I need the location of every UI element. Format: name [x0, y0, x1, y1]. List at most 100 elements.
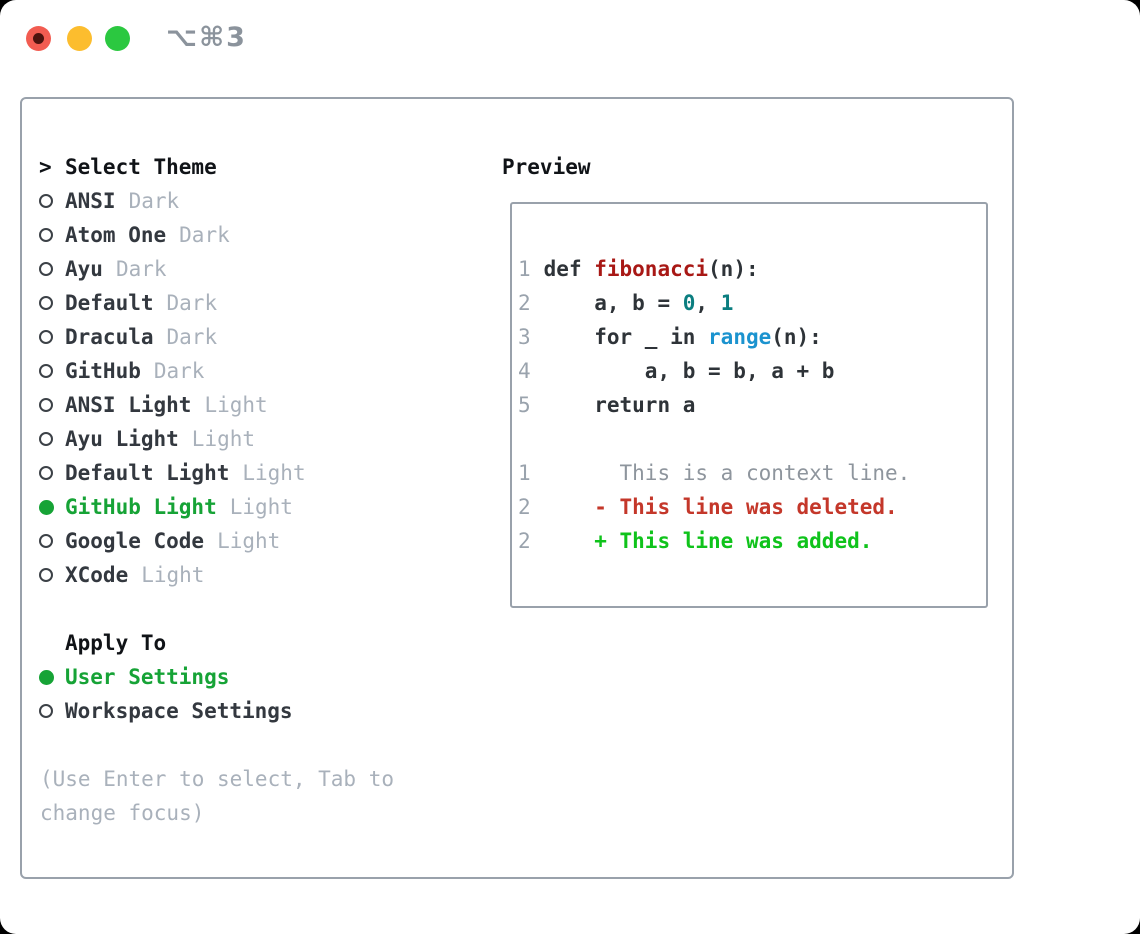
theme-mode-tag: Dark	[115, 257, 167, 281]
line-number: 5	[518, 393, 531, 417]
code-segment-context: This is a context line.	[543, 461, 911, 485]
radio-unselected-icon	[39, 398, 65, 412]
close-dot-icon	[33, 33, 44, 44]
code-line: 4 a, b = b, a + b	[518, 354, 986, 388]
code-segment-plain: ,	[695, 291, 721, 315]
code-segment-added: + This line was added.	[543, 529, 873, 553]
code-line: 1 This is a context line.	[518, 456, 986, 490]
code-segment-deleted: - This line was deleted.	[543, 495, 898, 519]
theme-mode-tag: Light	[242, 461, 306, 485]
code-line: 3 for _ in range(n):	[518, 320, 986, 354]
theme-option-xcode[interactable]: XCode Light	[39, 558, 306, 592]
line-number: 1	[518, 461, 531, 485]
theme-mode-tag: Light	[217, 529, 281, 553]
code-segment-plain: return a	[543, 393, 696, 417]
theme-mode-tag: Dark	[128, 189, 180, 213]
radio-unselected-icon	[39, 330, 65, 344]
code-blank-line	[518, 422, 986, 456]
radio-unselected-icon	[39, 432, 65, 446]
theme-name: Default Light	[65, 461, 230, 485]
theme-option-ayu-light[interactable]: Ayu Light Light	[39, 422, 306, 456]
theme-mode-tag: Dark	[179, 223, 230, 247]
radio-unselected-icon	[39, 704, 65, 718]
theme-name: Ayu Light	[65, 427, 179, 451]
theme-option-default[interactable]: Default Dark	[39, 286, 306, 320]
radio-unselected-icon	[39, 262, 65, 276]
close-button[interactable]	[26, 26, 51, 51]
code-segment-number: 0	[682, 291, 696, 315]
apply-to-title: Apply To	[65, 631, 167, 655]
theme-name: Ayu	[65, 257, 103, 281]
maximize-button[interactable]	[105, 26, 130, 51]
theme-option-dracula[interactable]: Dracula Dark	[39, 320, 306, 354]
help-text: (Use Enter to select, Tab to change focu…	[40, 767, 395, 825]
code-segment-plain: (n):	[771, 325, 822, 349]
apply-to-header: Apply To	[39, 626, 293, 660]
code-line: 5 return a	[518, 388, 986, 422]
theme-option-ansi[interactable]: ANSI Dark	[39, 184, 306, 218]
preview-title: Preview	[502, 155, 591, 179]
theme-option-github-light[interactable]: GitHub Light Light	[39, 490, 306, 524]
apply-option-label: Workspace Settings	[65, 699, 293, 723]
theme-name: ANSI	[65, 189, 116, 213]
apply-option-workspace-settings[interactable]: Workspace Settings	[39, 694, 293, 728]
apply-option-label: User Settings	[65, 665, 230, 689]
code-segment-number: 1	[720, 291, 734, 315]
code-line: 2 + This line was added.	[518, 524, 986, 558]
theme-mode-tag: Light	[141, 563, 205, 587]
theme-option-google-code[interactable]: Google Code Light	[39, 524, 306, 558]
theme-mode-tag: Dark	[166, 291, 218, 315]
theme-option-ayu[interactable]: Ayu Dark	[39, 252, 306, 286]
line-number: 4	[518, 359, 531, 383]
radio-selected-icon	[39, 499, 65, 515]
apply-option-user-settings[interactable]: User Settings	[39, 660, 293, 694]
theme-name: Google Code	[65, 529, 205, 553]
radio-selected-icon	[39, 669, 65, 685]
theme-mode-tag: Light	[229, 495, 293, 519]
line-number: 2	[518, 291, 531, 315]
theme-name: Dracula	[65, 325, 154, 349]
theme-option-ansi-light[interactable]: ANSI Light Light	[39, 388, 306, 422]
radio-unselected-icon	[39, 534, 65, 548]
radio-unselected-icon	[39, 466, 65, 480]
code-segment-plain: a, b = b, a + b	[543, 359, 835, 383]
code-line: 1 def fibonacci(n):	[518, 252, 986, 286]
radio-unselected-icon	[39, 194, 65, 208]
radio-unselected-icon	[39, 228, 65, 242]
code-segment-builtin: range	[708, 325, 772, 349]
code-segment-plain: def	[543, 257, 595, 281]
code-segment-plain: a, b =	[543, 291, 683, 315]
theme-name: Atom One	[65, 223, 167, 247]
theme-name: XCode	[65, 563, 129, 587]
code-line: 2 - This line was deleted.	[518, 490, 986, 524]
cursor-icon: >	[39, 155, 52, 179]
code-segment-plain: for _ in	[543, 325, 709, 349]
theme-mode-tag: Dark	[153, 359, 205, 383]
theme-option-default-light[interactable]: Default Light Light	[39, 456, 306, 490]
select-theme-title: Select Theme	[65, 155, 217, 179]
theme-option-atom-one[interactable]: Atom One Dark	[39, 218, 306, 252]
theme-name: GitHub Light	[65, 495, 217, 519]
minimize-button[interactable]	[67, 26, 92, 51]
theme-mode-tag: Light	[204, 393, 268, 417]
theme-mode-tag: Dark	[166, 325, 218, 349]
line-number: 1	[518, 257, 531, 281]
theme-name: Default	[65, 291, 154, 315]
code-line: 2 a, b = 0, 1	[518, 286, 986, 320]
radio-unselected-icon	[39, 364, 65, 378]
theme-mode-tag: Light	[191, 427, 256, 451]
line-number: 2	[518, 529, 531, 553]
theme-name: ANSI Light	[65, 393, 192, 417]
radio-unselected-icon	[39, 296, 65, 310]
code-segment-func: fibonacci	[594, 257, 709, 281]
line-number: 3	[518, 325, 531, 349]
code-segment-plain: (n):	[708, 257, 759, 281]
line-number: 2	[518, 495, 531, 519]
